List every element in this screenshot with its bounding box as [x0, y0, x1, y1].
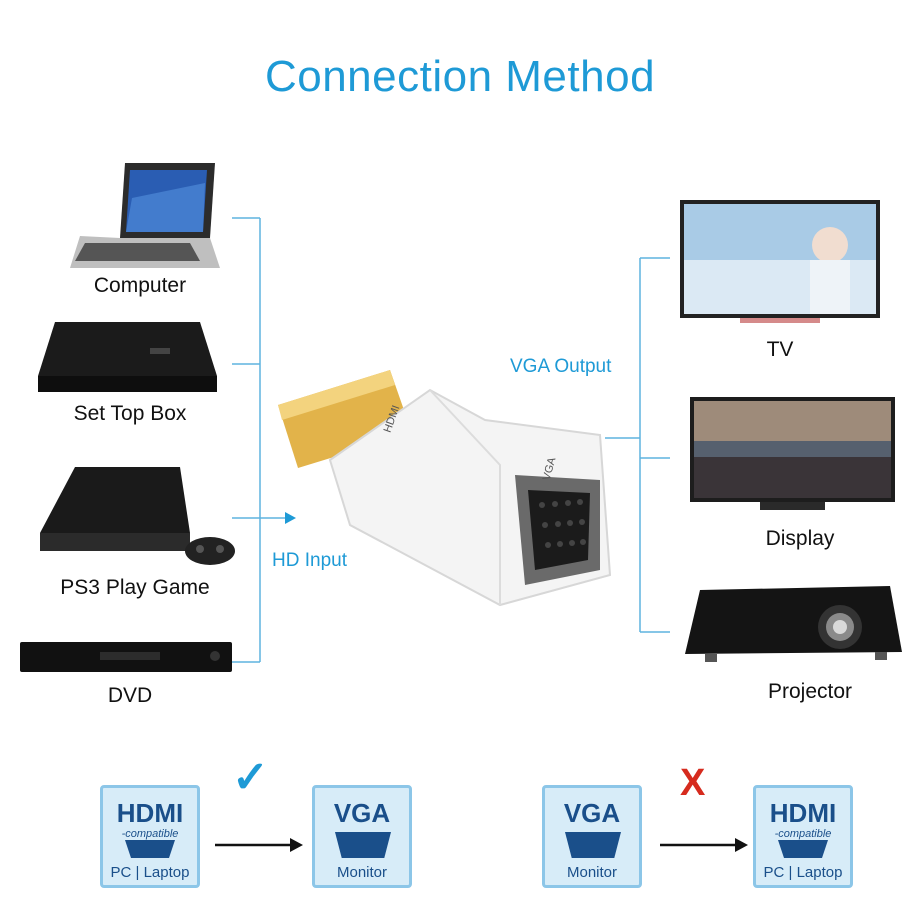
hdmi-box-footer: PC | Laptop: [110, 864, 190, 881]
supported-check-icon: ✓: [232, 753, 269, 802]
hdmi-box-title-2: HDMI: [769, 798, 837, 828]
hdmi-to-vga-adapter-icon: HDMI VGA: [270, 365, 615, 615]
dvd-player-icon: [20, 640, 232, 675]
game-console-icon: [35, 463, 235, 573]
hdmi-port-icon: [125, 840, 175, 858]
output-label-projector: Projector: [767, 680, 853, 703]
source-label-ps3: PS3 Play Game: [60, 576, 210, 599]
source-label-dvd: DVD: [107, 684, 153, 707]
hdmi-port-icon-2: [778, 840, 828, 858]
vga-box-footer: Monitor: [336, 864, 388, 881]
monitor-icon: [690, 397, 895, 515]
page-title: Connection Method: [264, 52, 656, 101]
vga-output-label: VGA Output: [510, 356, 612, 377]
source-label-set-top-box: Set Top Box: [73, 402, 187, 425]
hdmi-box-subtitle: -compatible: [121, 828, 179, 840]
set-top-box-icon: [35, 318, 220, 396]
vga-target-box: VGA Monitor: [312, 785, 412, 888]
vga-port-icon-2: [565, 832, 621, 858]
vga-port-icon: [335, 832, 391, 858]
hdmi-source-box: HDMI -compatible PC | Laptop: [100, 785, 200, 888]
vga-box-title-2: VGA: [563, 798, 621, 828]
hdmi-box-footer-2: PC | Laptop: [763, 864, 843, 881]
output-label-display: Display: [765, 527, 835, 550]
projector-icon: [680, 582, 905, 667]
hd-input-label: HD Input: [272, 550, 347, 571]
unsupported-cross-icon: X: [680, 762, 706, 804]
hdmi-target-box: HDMI -compatible PC | Laptop: [753, 785, 853, 888]
output-label-tv: TV: [766, 338, 794, 361]
tv-icon: [680, 200, 880, 330]
source-label-computer: Computer: [93, 274, 187, 297]
hdmi-box-subtitle-2: -compatible: [774, 828, 832, 840]
vga-box-footer-2: Monitor: [566, 864, 618, 881]
vga-box-title: VGA: [333, 798, 391, 828]
hdmi-box-title: HDMI: [116, 798, 184, 828]
laptop-icon: [70, 158, 220, 273]
vga-source-box: VGA Monitor: [542, 785, 642, 888]
